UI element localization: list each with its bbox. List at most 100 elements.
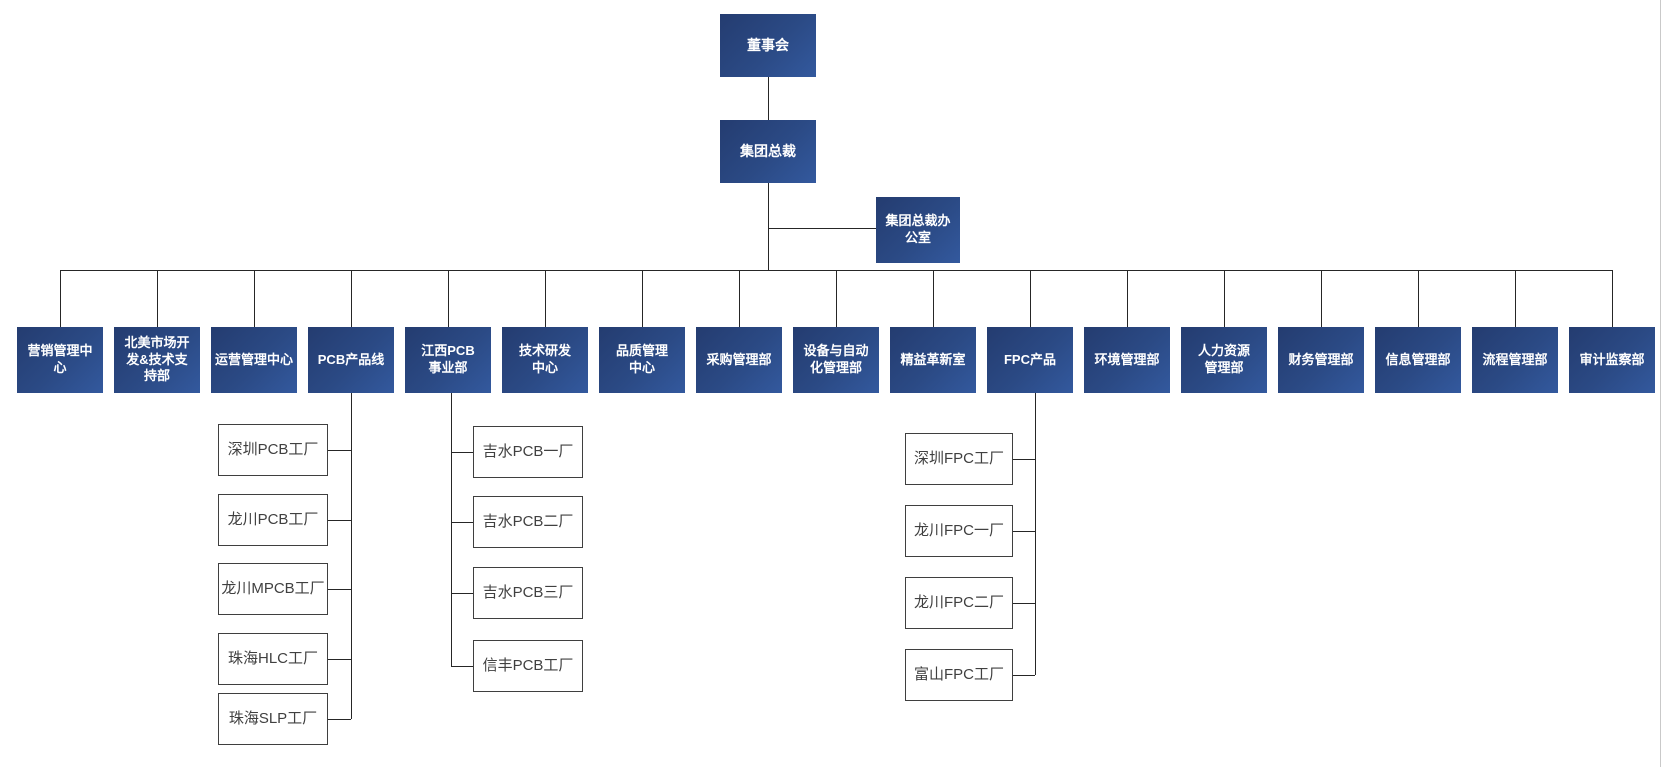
- connector-line: [157, 270, 158, 327]
- node-label: 龙川MPCB工厂: [221, 580, 325, 597]
- connector-line: [451, 393, 452, 666]
- node-label: 董事会: [747, 37, 789, 54]
- node-dept-north-america-tech-support[interactable]: 北美市场开 发&技术支 持部: [114, 327, 200, 393]
- node-dept-fpc-product[interactable]: FPC产品: [987, 327, 1073, 393]
- connector-line: [1035, 393, 1036, 675]
- connector-line: [1612, 270, 1613, 327]
- node-label: 品质管理 中心: [615, 343, 668, 375]
- node-label: 江西PCB 事业部: [421, 343, 475, 375]
- node-label: 深圳PCB工厂: [227, 441, 319, 458]
- node-president-office[interactable]: 集团总裁办 公室: [876, 197, 960, 263]
- node-dept-quality-center[interactable]: 品质管理 中心: [599, 327, 685, 393]
- node-dept-hr[interactable]: 人力资源 管理部: [1181, 327, 1267, 393]
- connector-line: [933, 270, 934, 327]
- node-label: 运营管理中心: [214, 351, 293, 367]
- node-dept-lean-innovation[interactable]: 精益革新室: [890, 327, 976, 393]
- node-label: 人力资源 管理部: [1197, 343, 1250, 375]
- connector-line: [836, 270, 837, 327]
- node-dept-procurement[interactable]: 采购管理部: [696, 327, 782, 393]
- connector-line: [1030, 270, 1031, 327]
- connector-line: [1013, 675, 1035, 676]
- node-label: 信息管理部: [1385, 351, 1451, 367]
- connector-line: [768, 77, 769, 120]
- node-label: 珠海HLC工厂: [227, 650, 318, 667]
- connector-line: [768, 228, 876, 229]
- connector-line: [351, 270, 352, 327]
- connector-line: [328, 450, 351, 451]
- connector-line: [328, 659, 351, 660]
- node-factory-longchuan-mpcb[interactable]: 龙川MPCB工厂: [218, 563, 328, 615]
- node-label: 龙川PCB工厂: [227, 511, 319, 528]
- connector-line: [1013, 459, 1035, 460]
- connector-line: [448, 270, 449, 327]
- connector-line: [1418, 270, 1419, 327]
- node-dept-finance[interactable]: 财务管理部: [1278, 327, 1364, 393]
- connector-line: [642, 270, 643, 327]
- node-dept-jiangxi-pcb-division[interactable]: 江西PCB 事业部: [405, 327, 491, 393]
- node-label: 集团总裁: [740, 143, 796, 160]
- node-factory-jishui-pcb-1[interactable]: 吉水PCB一厂: [473, 426, 583, 478]
- node-label: 财务管理部: [1288, 351, 1354, 367]
- node-label: PCB产品线: [317, 351, 385, 367]
- connector-line: [1321, 270, 1322, 327]
- node-factory-zhuhai-hlc[interactable]: 珠海HLC工厂: [218, 633, 328, 685]
- connector-line: [1013, 531, 1035, 532]
- node-label: 信丰PCB工厂: [482, 657, 574, 674]
- connector-line: [768, 183, 769, 270]
- node-dept-pcb-product-line[interactable]: PCB产品线: [308, 327, 394, 393]
- node-factory-longchuan-fpc-2[interactable]: 龙川FPC二厂: [905, 577, 1013, 629]
- node-factory-shenzhen-pcb[interactable]: 深圳PCB工厂: [218, 424, 328, 476]
- page-edge-line: [1660, 0, 1661, 767]
- connector-line: [1013, 603, 1035, 604]
- node-label: 集团总裁办 公室: [885, 213, 951, 245]
- node-label: 深圳FPC工厂: [913, 450, 1004, 467]
- node-dept-information[interactable]: 信息管理部: [1375, 327, 1461, 393]
- node-label: 龙川FPC一厂: [913, 522, 1004, 539]
- node-factory-xinfeng-pcb[interactable]: 信丰PCB工厂: [473, 640, 583, 692]
- node-label: 吉水PCB一厂: [482, 443, 574, 460]
- node-label: 审计监察部: [1579, 351, 1645, 367]
- node-label: 采购管理部: [706, 351, 772, 367]
- node-dept-environment[interactable]: 环境管理部: [1084, 327, 1170, 393]
- connector-line: [545, 270, 546, 327]
- connector-line: [1224, 270, 1225, 327]
- node-label: 环境管理部: [1094, 351, 1160, 367]
- node-label: 营销管理中 心: [27, 343, 93, 375]
- connector-line: [451, 666, 473, 667]
- connector-line: [1515, 270, 1516, 327]
- node-factory-fushan-fpc[interactable]: 富山FPC工厂: [905, 649, 1013, 701]
- connector-line: [451, 522, 473, 523]
- connector-line: [328, 589, 351, 590]
- node-label: 设备与自动 化管理部: [803, 343, 869, 375]
- connector-line: [1127, 270, 1128, 327]
- node-group-president[interactable]: 集团总裁: [720, 120, 816, 183]
- node-label: 技术研发 中心: [518, 343, 571, 375]
- node-dept-audit[interactable]: 审计监察部: [1569, 327, 1655, 393]
- connector-line: [328, 520, 351, 521]
- node-board[interactable]: 董事会: [720, 14, 816, 77]
- node-dept-marketing[interactable]: 营销管理中 心: [17, 327, 103, 393]
- connector-line: [351, 393, 352, 719]
- node-factory-jishui-pcb-2[interactable]: 吉水PCB二厂: [473, 496, 583, 548]
- node-factory-longchuan-fpc-1[interactable]: 龙川FPC一厂: [905, 505, 1013, 557]
- node-label: 吉水PCB二厂: [482, 513, 574, 530]
- node-dept-process[interactable]: 流程管理部: [1472, 327, 1558, 393]
- connector-line: [739, 270, 740, 327]
- node-dept-operations[interactable]: 运营管理中心: [211, 327, 297, 393]
- node-factory-longchuan-pcb[interactable]: 龙川PCB工厂: [218, 494, 328, 546]
- connector-line: [451, 452, 473, 453]
- connector-line: [451, 593, 473, 594]
- node-dept-equipment-automation[interactable]: 设备与自动 化管理部: [793, 327, 879, 393]
- connector-line: [254, 270, 255, 327]
- node-factory-shenzhen-fpc[interactable]: 深圳FPC工厂: [905, 433, 1013, 485]
- node-label: 富山FPC工厂: [913, 666, 1004, 683]
- node-label: 流程管理部: [1482, 351, 1548, 367]
- node-factory-zhuhai-slp[interactable]: 珠海SLP工厂: [218, 693, 328, 745]
- connector-line: [60, 270, 61, 327]
- node-label: 龙川FPC二厂: [913, 594, 1004, 611]
- node-factory-jishui-pcb-3[interactable]: 吉水PCB三厂: [473, 567, 583, 619]
- node-label: 北美市场开 发&技术支 持部: [124, 334, 190, 384]
- node-label: FPC产品: [1003, 351, 1056, 367]
- node-dept-tech-rd-center[interactable]: 技术研发 中心: [502, 327, 588, 393]
